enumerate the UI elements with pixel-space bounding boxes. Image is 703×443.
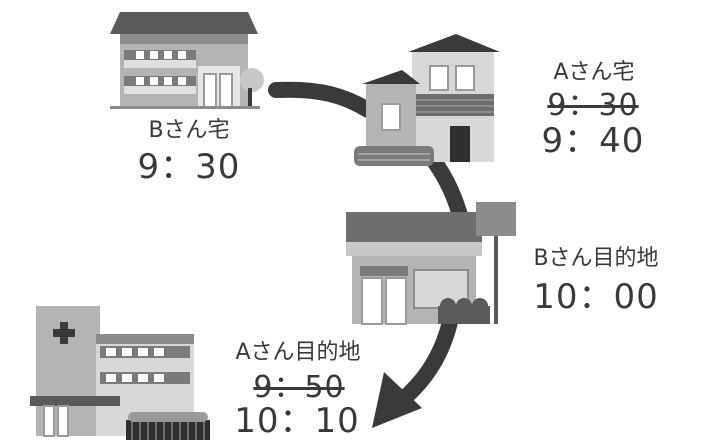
- a-home-old-time: 9：30: [547, 88, 639, 123]
- b-destination-name: Bさん目的地: [533, 246, 659, 271]
- route-b-destination-to-a-destination: [392, 314, 458, 410]
- b-home-time: 9：30: [137, 147, 241, 187]
- b-home-name: Bさん宅: [148, 118, 230, 143]
- b-destination-shop: [346, 202, 516, 325]
- a-destination-new-time: 10：10: [234, 401, 360, 441]
- route-b-home-to-a-home: [268, 81, 376, 118]
- b-home-building: [110, 12, 264, 109]
- a-destination-old-time: 9：50: [253, 370, 345, 405]
- a-destination-hospital: [30, 306, 210, 440]
- a-home-house: [354, 34, 500, 166]
- route-arrowhead: [372, 372, 422, 428]
- a-home-name: Aさん宅: [553, 60, 635, 85]
- a-home-new-time: 9：40: [541, 121, 645, 161]
- b-destination-time: 10：00: [533, 277, 659, 317]
- a-destination-name: Aさん目的地: [235, 340, 361, 365]
